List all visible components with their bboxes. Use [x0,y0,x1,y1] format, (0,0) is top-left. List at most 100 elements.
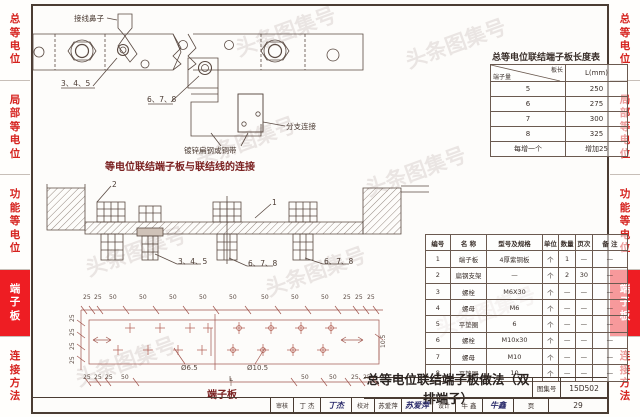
dim-top-2: 25 [94,294,102,301]
dim-top-9: 50 [291,294,299,301]
sidebar-tab-functional-equipotential[interactable]: 功能等电位 [0,175,30,270]
label-ref-678-mid-a: 6、7、8 [248,259,278,268]
sidebar-tab-char: 位 [9,53,21,66]
bom-qty-cell: — [558,331,576,350]
dim-top-12: 25 [355,294,363,301]
terminal-count-cell: 每增一个 [490,141,566,157]
bom-page-cell: — [574,299,593,317]
bom-name-cell: 螺栓 [449,282,488,301]
bom-no-cell: 5 [425,315,451,333]
title-block-main: 总等电位联结端子板做法（双排端子） 图集号 15D502 [364,372,607,406]
top-drawing-svg [32,13,364,147]
dim-left-4: 25 [69,356,76,364]
label-branch-connection: 分支连接 [286,122,316,131]
table-row: 每增一个增加25 [490,141,629,157]
bom-header-cell: 单位 [541,233,560,252]
bom-remark-cell: — [591,282,629,301]
signature-role: 设计 [432,398,455,412]
bom-spec-cell: M10 [486,348,543,366]
sidebar-tab-char: 子 [9,296,21,309]
length-value-cell: 250 [564,81,629,97]
bom-unit-cell: 个 [541,315,560,333]
bom-header-cell: 备 注 [591,233,629,252]
label-ref-678-mid-b: 6、7、8 [324,257,354,266]
bom-header-cell: 数量 [558,233,576,252]
sidebar-tab-char: 方 [9,377,21,390]
callout-hole-small: Ø6.5 [181,364,198,372]
bottom-drawing-svg [76,305,384,387]
bom-qty-cell: 1 [558,250,576,268]
bom-name-cell: 螺母 [449,348,488,366]
dim-top-1: 25 [83,294,91,301]
sidebar-tab-char: 等 [9,215,21,228]
sidebar-tab-char: 法 [619,390,631,403]
bom-remark-cell: — [591,315,629,333]
bom-page-cell: — [574,282,593,301]
bom-page-cell: — [574,331,593,350]
left-tab-rail: 总等电位局部等电位功能等电位端子板连接方法 [0,0,30,417]
dim-top-3: 50 [109,294,117,301]
length-value-cell: 增加25 [564,141,629,157]
signature-handwriting: 牛鑫 [482,398,513,412]
dim-left-1: 25 [69,314,76,322]
length-table-value-header: L(mm) [564,64,629,82]
bom-name-cell: 螺栓 [449,331,488,350]
sidebar-tab-char: 方 [619,377,631,390]
bom-qty-cell: — [558,299,576,317]
label-item-2: 2 [112,180,117,189]
signature-handwriting: 苏爱萍 [401,398,432,412]
sidebar-tab-total-equipotential[interactable]: 总等电位 [0,0,30,81]
dim-bot-l2: 25 [94,374,102,381]
bom-spec-cell: M6 [486,299,543,317]
bom-no-cell: 7 [425,348,451,366]
dim-top-8: 50 [261,294,269,301]
dim-bot-l4: 50 [121,374,129,381]
sidebar-tab-char: 电 [9,228,21,241]
sidebar-tab-terminal-board[interactable]: 端子板 [0,269,30,338]
sidebar-tab-char: 等 [619,215,631,228]
sidebar-tab-char: 局 [9,93,21,106]
bom-unit-cell: 个 [541,331,560,350]
length-table-corner-cell: 端子量板长 [490,64,566,82]
signature-spacer [33,398,270,412]
bom-remark-cell: — [591,331,629,350]
sidebar-tab-char: 位 [9,242,21,255]
atlas-number-key: 图集号 [533,378,562,398]
dim-top-6: 50 [199,294,207,301]
dim-bot-r3: 25 [351,374,359,381]
sidebar-tab-char: 法 [9,390,21,403]
bottom-drawing-caption: 端子板 [207,390,237,401]
terminal-count-cell: 5 [490,81,566,97]
atlas-number-value: 15D502 [569,383,599,393]
length-table-title: 总等电位联结端子板长度表 [492,53,601,63]
sidebar-tab-char: 连 [9,350,21,363]
signature-role: 校对 [351,398,374,412]
bom-qty-cell: — [558,315,576,333]
bom-unit-cell: 个 [541,250,560,268]
bom-no-cell: 2 [425,266,451,284]
bom-qty-cell: 2 [558,266,576,284]
dim-top-13: 25 [367,294,375,301]
length-value-cell: 275 [564,96,629,112]
dim-top-7: 50 [229,294,237,301]
sidebar-tab-char: 板 [9,309,21,322]
sidebar-tab-connection-method[interactable]: 连接方法 [0,337,30,417]
sidebar-tab-char: 电 [9,39,21,52]
length-value-cell: 300 [564,111,629,127]
length-table-row-label: 端子量 [493,74,512,81]
bom-page-cell: — [574,250,593,268]
diagonal-divider-icon [490,64,561,82]
page-number-value: 29 [548,398,607,412]
bom-header-cell: 编号 [425,233,451,252]
sidebar-tab-local-equipotential[interactable]: 局部等电位 [0,80,30,176]
bom-unit-cell: 个 [541,266,560,284]
